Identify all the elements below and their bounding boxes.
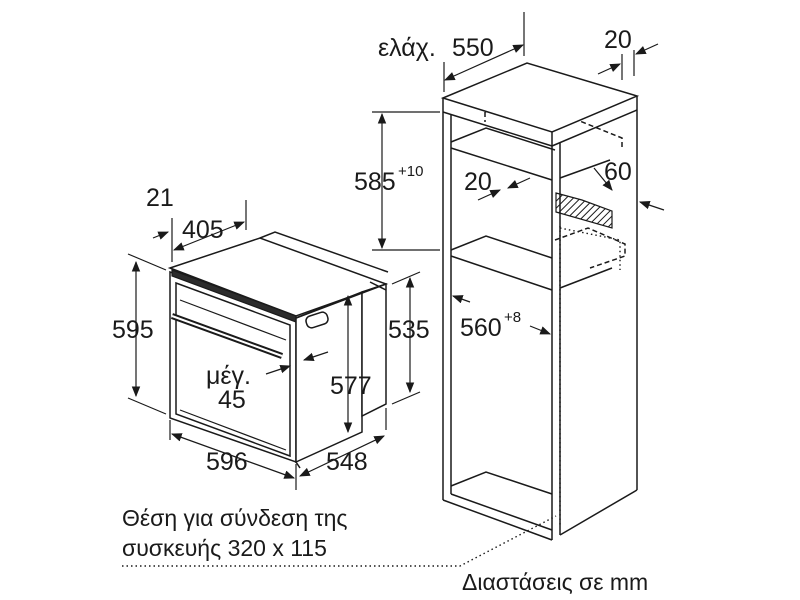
oven-total-height-label: 595: [112, 316, 154, 344]
vent-gap-label: 20: [464, 168, 492, 196]
niche-width-tolerance-label: +8: [504, 309, 521, 326]
oven-drawing: [167, 231, 389, 469]
max-label: μέγ.: [206, 362, 251, 390]
niche-height-tolerance-label: +10: [398, 163, 423, 180]
min-width-prefix-label: ελάχ.: [378, 34, 436, 62]
back-gap-label: 20: [604, 26, 632, 54]
notes: Θέση για σύνδεση της συσκευής 320 x 115 …: [122, 505, 648, 595]
oven-inner-height-label: 577: [330, 372, 372, 400]
oven-depth-above-label: 405: [182, 216, 224, 244]
front-thickness-label: 21: [146, 184, 174, 212]
oven-body-height-label: 535: [388, 316, 430, 344]
niche-width-label: 560: [460, 314, 502, 342]
connection-note-line1: Θέση για σύνδεση της: [122, 505, 348, 531]
dimension-labels: ελάχ. 550 20 585 +10 20 60 560 +8 21 405…: [112, 26, 632, 476]
oven-width-label: 596: [206, 448, 248, 476]
connection-note-line2: συσκευής 320 x 115: [122, 535, 327, 561]
oven-depth-label: 548: [326, 448, 368, 476]
max-value-label: 45: [218, 386, 246, 414]
cabinet-depth-label: 550: [452, 34, 494, 62]
vent-depth-label: 60: [604, 158, 632, 186]
dimension-lines: [122, 12, 665, 567]
cabinet-drawing: [440, 62, 640, 541]
niche-height-label: 585: [354, 168, 396, 196]
units-note: Διαστάσεις σε mm: [462, 569, 648, 595]
